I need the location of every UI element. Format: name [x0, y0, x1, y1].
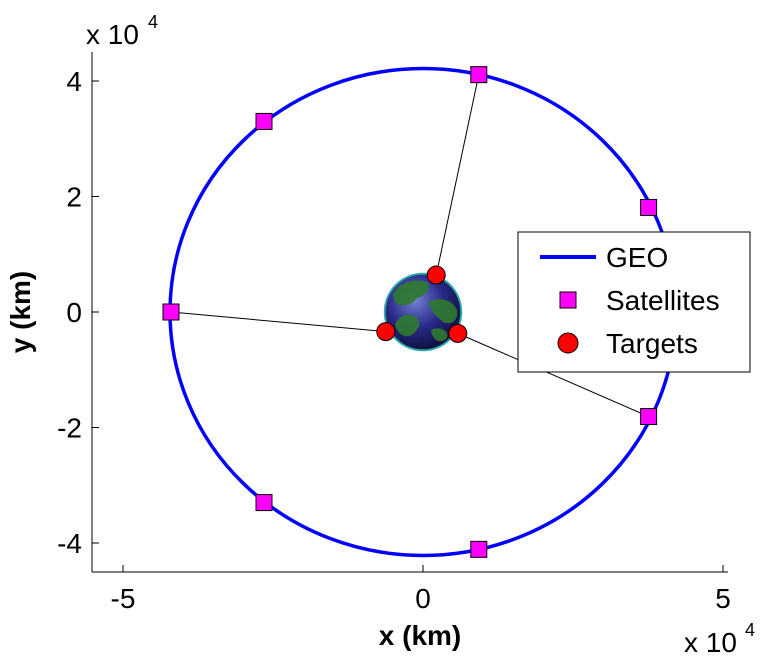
- y-ticks: 4 2 0 -2 -4: [57, 66, 99, 559]
- satellite-marker: [640, 408, 658, 426]
- legend-satellites-label: Satellites: [606, 285, 720, 316]
- target-layer: [376, 265, 468, 343]
- link-layer: [170, 74, 649, 417]
- x-ticks: -5 0 5: [111, 565, 731, 614]
- earth-landmass: [393, 280, 430, 306]
- y-tick-label: -2: [57, 413, 82, 444]
- y-exponent-label: x 10: [86, 19, 139, 50]
- target-marker: [448, 323, 468, 343]
- x-tick-label: -5: [111, 583, 136, 614]
- satellite-marker: [255, 112, 273, 130]
- satellite-marker: [640, 198, 658, 216]
- link-arrow: [170, 311, 387, 336]
- x-exponent-power: 4: [745, 620, 755, 640]
- earth-layer: [383, 272, 463, 352]
- legend: GEO Satellites Targets: [517, 231, 751, 373]
- earth-landmass: [431, 328, 448, 342]
- legend-targets-swatch: [557, 332, 579, 354]
- x-exponent-label: x 10: [684, 627, 737, 658]
- y-tick-label: 0: [66, 297, 82, 328]
- satellite-marker: [255, 494, 273, 512]
- x-tick-label: 5: [715, 583, 731, 614]
- legend-satellites-swatch: [559, 291, 577, 309]
- earth-landmass: [429, 299, 458, 324]
- target-marker: [426, 265, 446, 285]
- satellite-layer: [162, 66, 658, 558]
- legend-targets-label: Targets: [606, 328, 698, 359]
- x-tick-label: 0: [415, 583, 431, 614]
- link-arrow: [433, 74, 480, 276]
- y-axis-label: y (km): [5, 271, 36, 353]
- x-axis-label: x (km): [379, 620, 461, 651]
- earth-landmass: [395, 314, 420, 337]
- target-marker: [376, 322, 396, 342]
- link-arrow: [456, 332, 649, 417]
- y-tick-label: -4: [57, 528, 82, 559]
- legend-geo-label: GEO: [606, 242, 668, 273]
- satellite-marker: [470, 540, 488, 558]
- y-exponent-power: 4: [148, 12, 158, 32]
- y-tick-label: 2: [66, 182, 82, 213]
- satellite-marker: [470, 66, 488, 84]
- satellite-marker: [162, 303, 180, 321]
- y-tick-label: 4: [66, 66, 82, 97]
